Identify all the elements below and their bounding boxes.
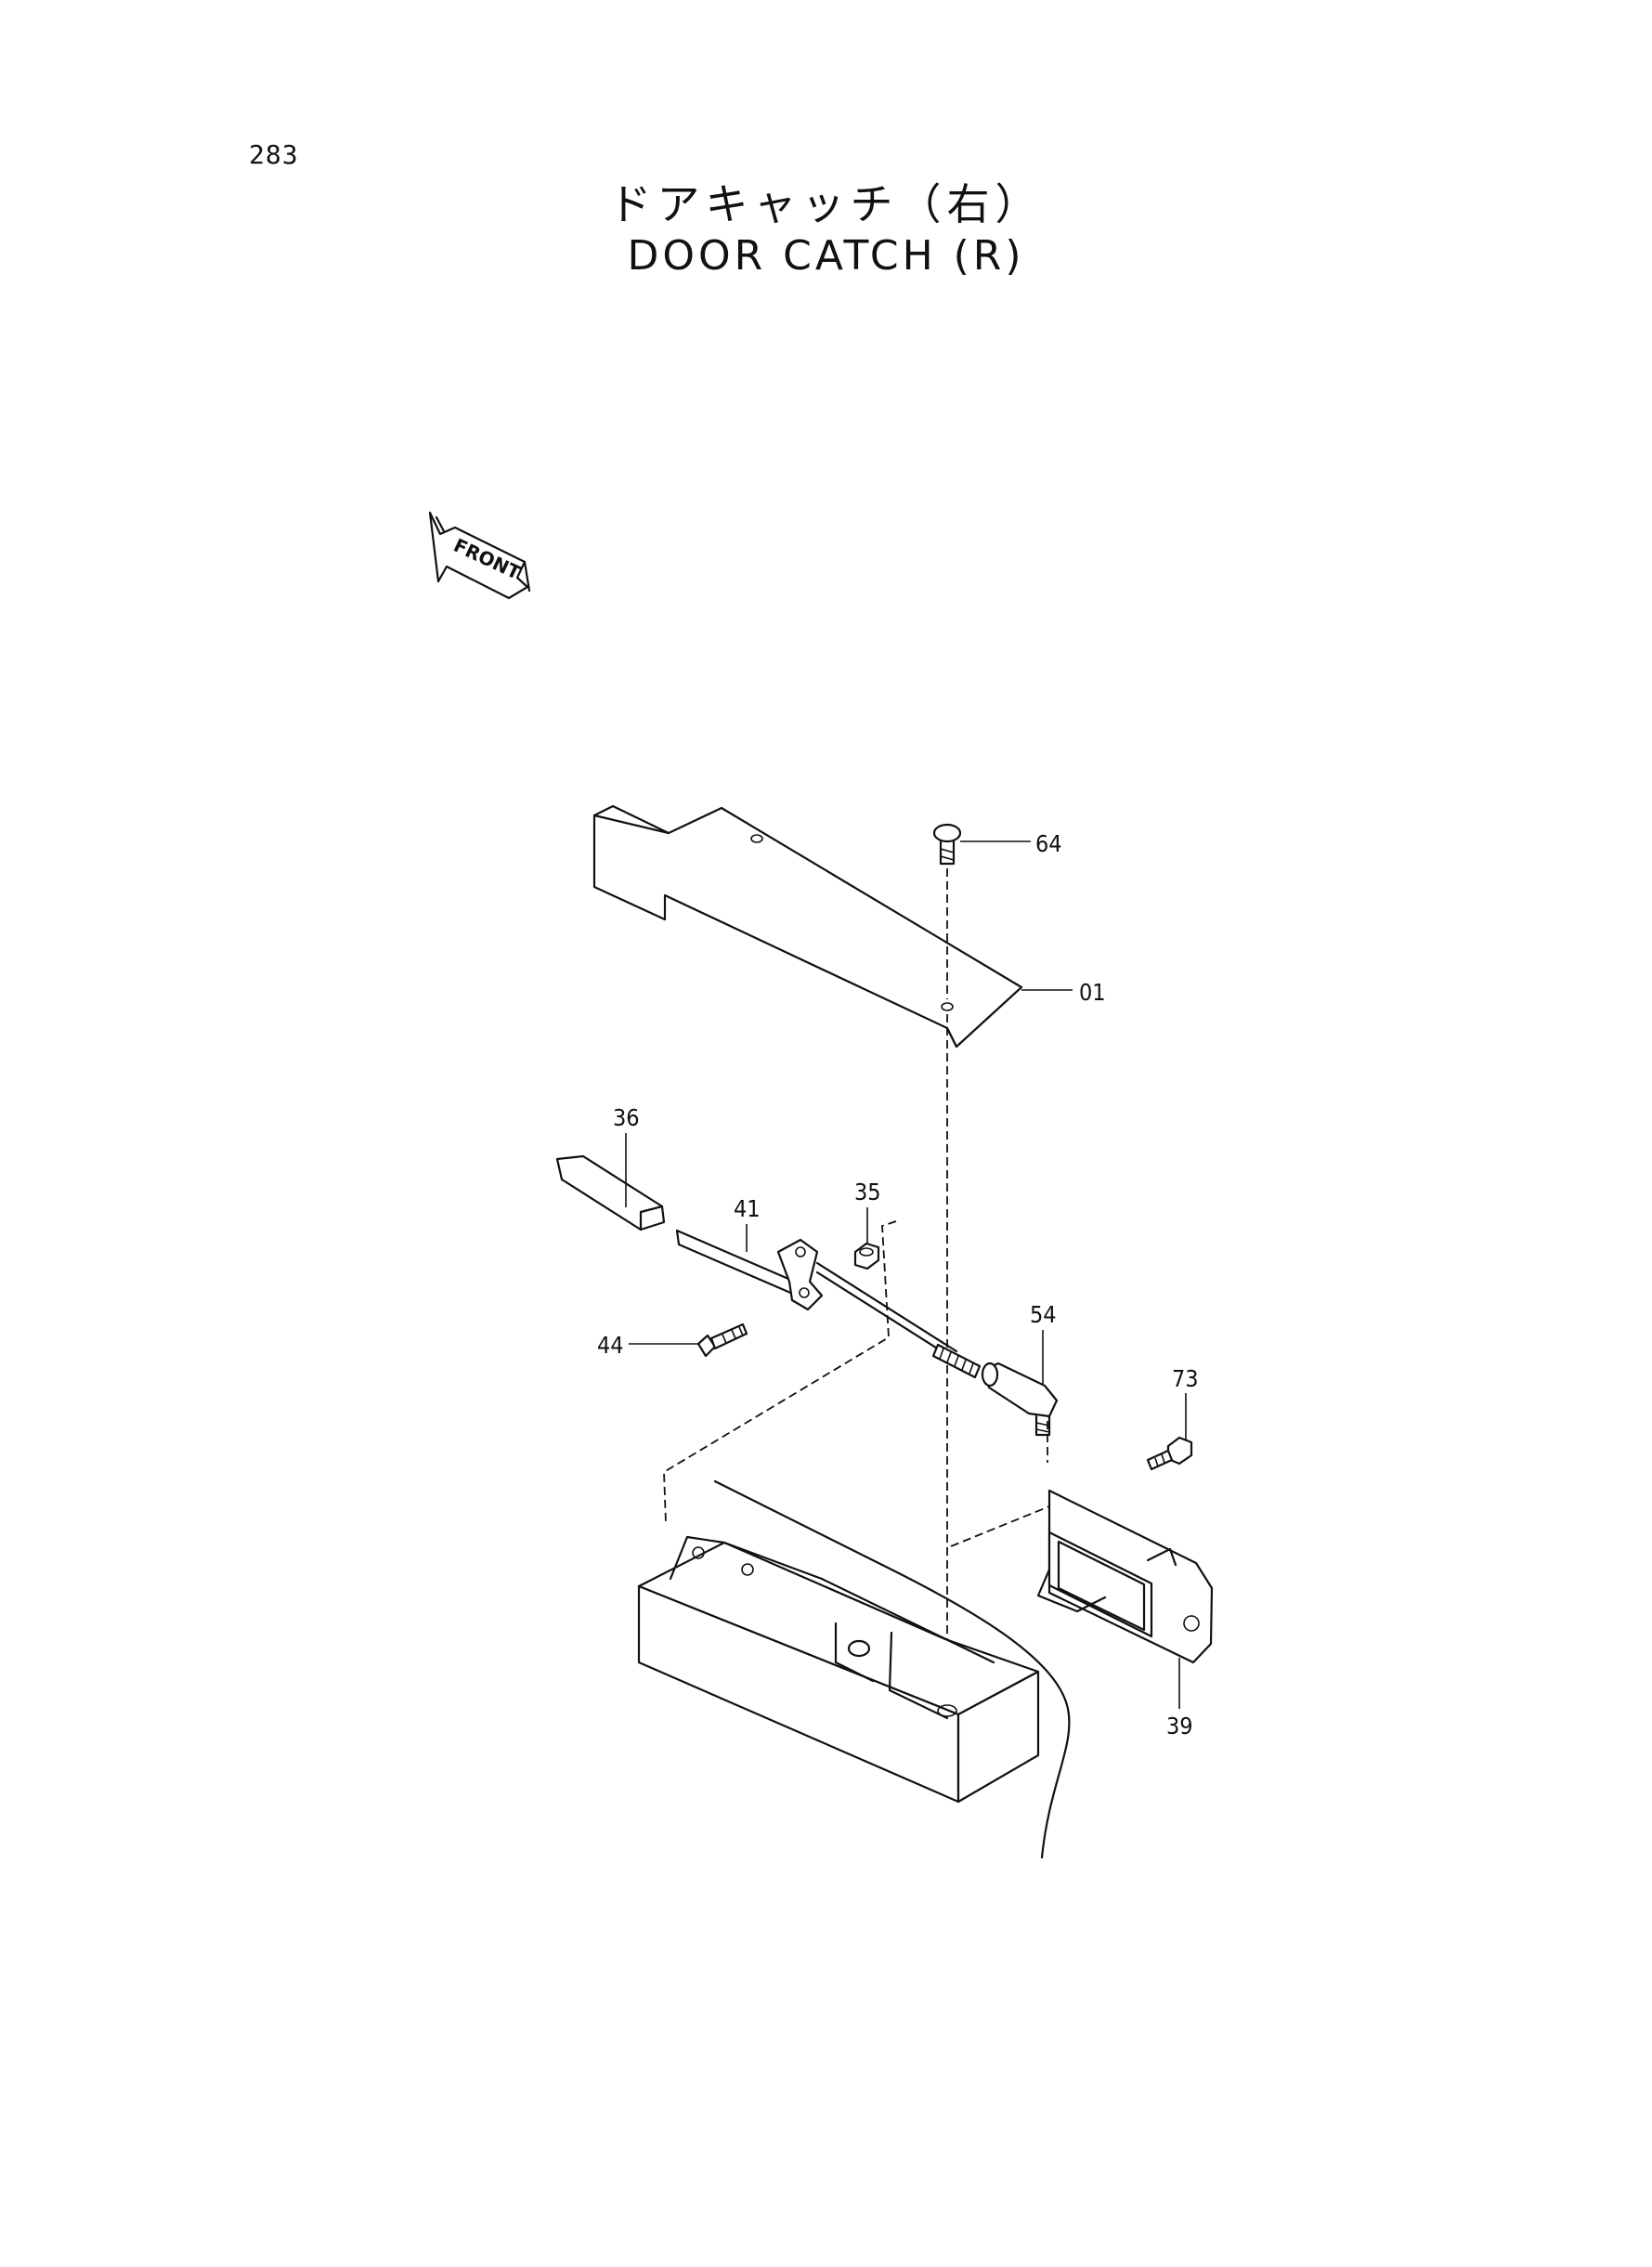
part-41-lever [675,1229,797,1296]
part-36-cap [555,1154,666,1231]
part-54-ball-joint [981,1362,1059,1437]
housing-tray [637,1535,1040,1804]
part-35-nut [853,1242,880,1270]
part-39-catch [1036,1489,1214,1664]
part-01-cover-plate [592,804,1023,1049]
callout-01: 01 [1079,979,1106,1006]
part-44-bolt [696,1322,748,1358]
part-73-bolt [1146,1436,1193,1471]
front-arrow-icon: FRONT [428,511,531,600]
callout-64: 64 [1035,830,1062,857]
title-block: ドアキャッチ（右） DOOR CATCH (R) [0,178,1652,282]
callout-44: 44 [597,1332,624,1359]
callout-39: 39 [1166,1713,1193,1739]
callout-73: 73 [1172,1365,1199,1392]
callout-54: 54 [1030,1301,1057,1328]
page-number: 283 [249,139,299,170]
callout-35: 35 [854,1179,881,1205]
callout-41: 41 [734,1195,761,1222]
callout-36: 36 [613,1104,640,1131]
linkage-rod [776,1238,982,1379]
title-english: DOOR CATCH (R) [627,232,1025,280]
part-64-screw [932,823,962,866]
cable-wire [713,1479,1071,1859]
callouts: 64 01 36 41 35 44 54 73 39 [597,830,1199,1739]
title-japanese: ドアキャッチ（右） [608,179,1044,229]
